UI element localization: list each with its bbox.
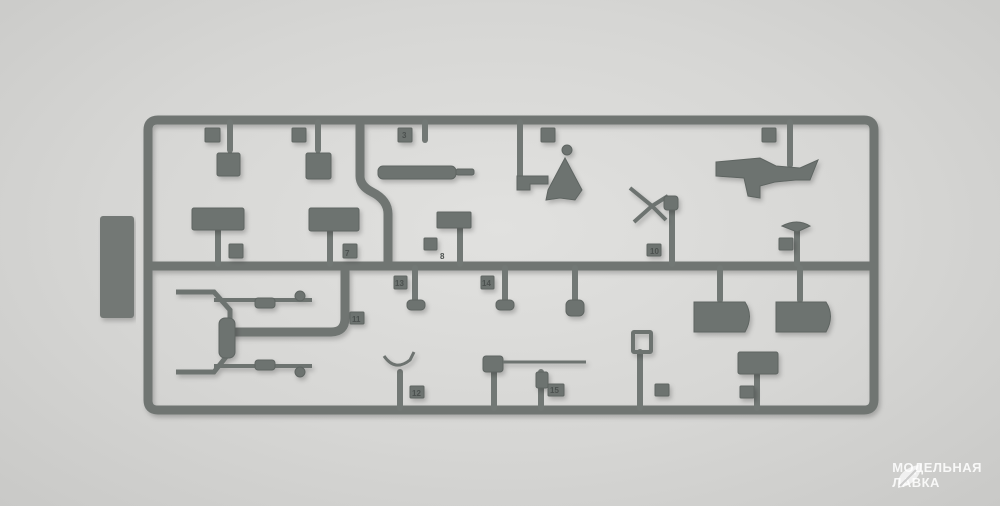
part-number-labels: 3 7 8 10 11 12 13 14 15 bbox=[345, 131, 659, 398]
watermark: МОДЕЛЬНАЯ ЛАВКА bbox=[892, 460, 982, 490]
part-number: 14 bbox=[482, 279, 491, 288]
leaf-logo-icon bbox=[898, 464, 923, 488]
part-number: 13 bbox=[395, 279, 404, 288]
sprue-frame bbox=[143, 115, 879, 415]
sprue-tab bbox=[100, 216, 134, 318]
part-number: 7 bbox=[345, 249, 350, 258]
part-number: 10 bbox=[650, 247, 659, 256]
sprue-parts bbox=[176, 127, 831, 399]
part-number: 3 bbox=[402, 131, 407, 140]
part-number: 11 bbox=[352, 315, 361, 324]
part-number: 8 bbox=[440, 252, 445, 261]
part-number: 15 bbox=[550, 386, 559, 395]
part-number: 12 bbox=[412, 389, 421, 398]
